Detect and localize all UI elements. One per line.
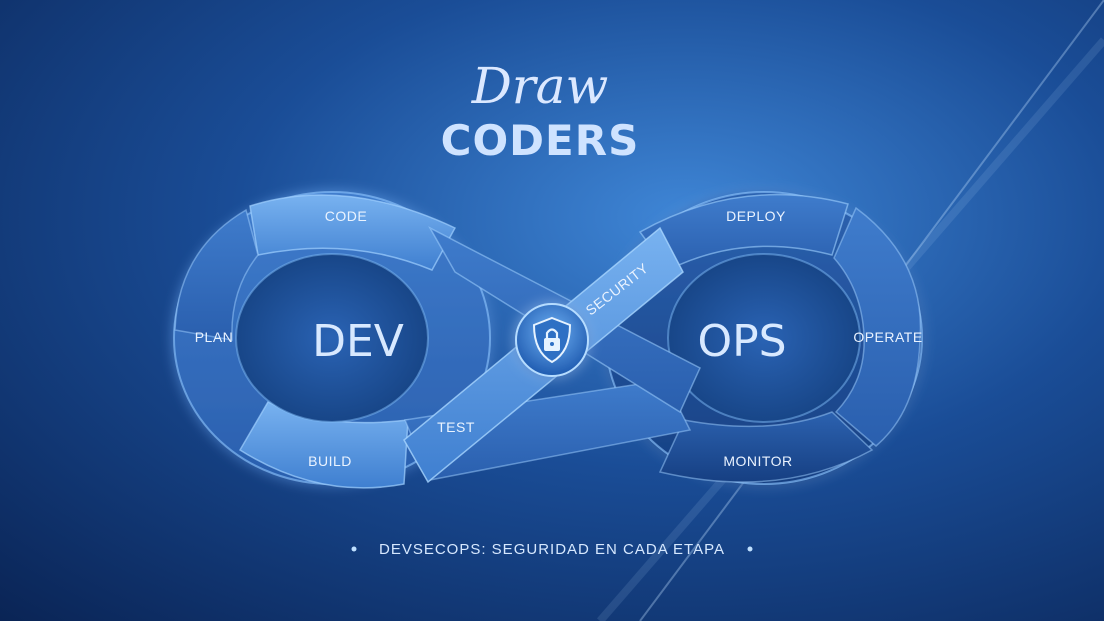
segment-operate [833, 206, 922, 447]
segment-deploy [638, 193, 849, 271]
stage-label-deploy: DEPLOY [726, 208, 786, 224]
stage-label-operate: OPERATE [853, 329, 922, 345]
stage-label-build: BUILD [308, 453, 352, 469]
segment-monitor [658, 411, 874, 483]
stage-label-plan: PLAN [195, 329, 234, 345]
logo-block-text: CODERS [441, 116, 640, 165]
caption-rule-dot-left [351, 546, 357, 552]
stage-label-monitor: MONITOR [723, 453, 792, 469]
ops-label: OPS [697, 316, 786, 367]
caption-rule-dot-right [747, 546, 753, 552]
stage-label-code: CODE [325, 208, 367, 224]
logo-script-text: Draw [471, 57, 609, 115]
dev-label: DEV [312, 316, 404, 367]
shield-lock-icon [515, 303, 589, 377]
right-loop-hole [667, 253, 861, 423]
segment-plan [174, 208, 259, 341]
left-loop-hole [235, 253, 429, 423]
caption-text: DEVSECOPS: SEGURIDAD EN CADA ETAPA [379, 541, 725, 558]
stage-label-test: TEST [437, 419, 475, 435]
